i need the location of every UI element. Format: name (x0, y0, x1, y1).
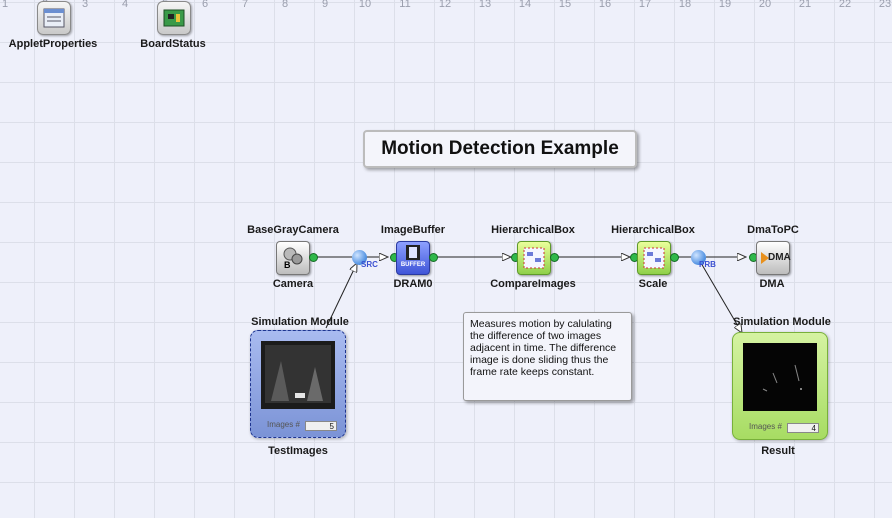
scale-module[interactable] (637, 241, 671, 275)
ruler-number: 1 (1, 0, 9, 10)
sim-right-images-label: Images # (749, 422, 782, 431)
dma-name: DMA (759, 278, 785, 290)
ruler-number: 19 (718, 0, 732, 10)
applet-properties-label: AppletProperties (8, 38, 98, 50)
ruler-number: 15 (558, 0, 572, 10)
link-prb-result (700, 262, 742, 333)
buffer-glyph: BUFFER (400, 262, 426, 268)
dma-glyph: DMA (768, 252, 791, 263)
compare-module[interactable] (517, 241, 551, 275)
sim-right-preview (743, 343, 817, 411)
scale-type-label: HierarchicalBox (611, 224, 695, 236)
sim-left-preview (261, 341, 335, 409)
prb-port-label: PRB (699, 260, 716, 269)
sim-right-header: Simulation Module (733, 316, 831, 328)
ruler-number: 18 (678, 0, 692, 10)
sim-module-result[interactable]: Images # 4 (732, 332, 828, 440)
ruler-number: 22 (838, 0, 852, 10)
buffer-module[interactable]: BUFFER (396, 241, 430, 275)
ruler-number: 23 (878, 0, 892, 10)
sim-right-name: Result (761, 445, 795, 457)
src-port-label: SRC (361, 260, 378, 269)
link-testimages-src (325, 263, 357, 329)
ruler-number: 16 (598, 0, 612, 10)
ruler-number: 14 (518, 0, 532, 10)
ruler-number: 10 (358, 0, 372, 10)
prb-port-node[interactable] (691, 250, 706, 265)
compare-out-port[interactable] (550, 253, 559, 262)
ruler-number: 11 (399, 0, 411, 10)
ruler-number: 6 (201, 0, 209, 10)
buffer-name: DRAM0 (393, 278, 433, 290)
hierarchy-icon (523, 247, 545, 269)
camera-module[interactable]: B (276, 241, 310, 275)
ruler-number: 17 (638, 0, 652, 10)
camera-glyph: B (284, 260, 291, 270)
camera-name: Camera (272, 278, 314, 290)
scale-name: Scale (638, 278, 668, 290)
ruler-number: 4 (121, 0, 129, 10)
dma-module[interactable]: DMA (756, 241, 791, 275)
board-status-icon[interactable] (157, 1, 191, 35)
scale-out-port[interactable] (670, 253, 679, 262)
ruler-number: 8 (281, 0, 289, 10)
description-note[interactable]: Measures motion by calulating the differ… (463, 312, 632, 401)
dma-icon (761, 252, 769, 264)
dma-type-label: DmaToPC (747, 224, 799, 236)
ruler-number: 13 (478, 0, 492, 10)
compare-type-label: HierarchicalBox (491, 224, 575, 236)
sim-left-count: 5 (305, 421, 337, 431)
board-status-label: BoardStatus (140, 38, 206, 50)
sim-right-count: 4 (787, 423, 819, 433)
camera-icon (283, 247, 303, 265)
ruler-number: 21 (798, 0, 812, 10)
sim-left-name: TestImages (268, 445, 328, 457)
camera-out-port[interactable] (309, 253, 318, 262)
camera-type-label: BaseGrayCamera (247, 224, 339, 236)
buffer-out-port[interactable] (429, 253, 438, 262)
sim-module-testimages[interactable]: Images # 5 (250, 330, 346, 438)
buffer-type-label: ImageBuffer (380, 224, 446, 236)
ruler-number: 12 (438, 0, 452, 10)
compare-name: CompareImages (490, 278, 576, 290)
ruler-number: 3 (81, 0, 89, 10)
ruler-number: 9 (321, 0, 329, 10)
sim-left-header: Simulation Module (251, 316, 349, 328)
hierarchy-icon (643, 247, 665, 269)
ruler-number: 20 (758, 0, 772, 10)
src-port-node[interactable] (352, 250, 367, 265)
sim-left-images-label: Images # (267, 420, 300, 429)
film-icon (406, 245, 420, 260)
ruler-number: 7 (241, 0, 249, 10)
diagram-title[interactable]: Motion Detection Example (363, 130, 637, 168)
applet-properties-icon[interactable] (37, 1, 71, 35)
